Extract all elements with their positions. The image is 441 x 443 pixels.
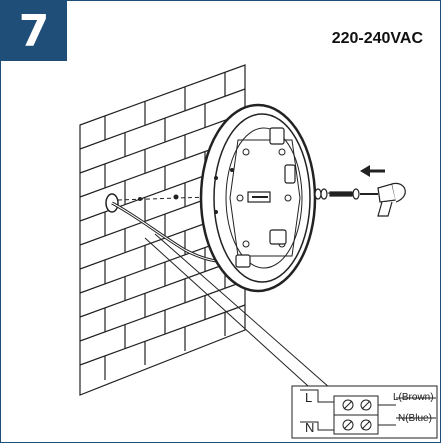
screwdriver-icon [360,182,406,217]
screw-washer-set [314,188,360,200]
neutral-letter: N [305,420,314,435]
brick-wall [79,64,246,396]
ceiling-light-fixture [199,103,317,293]
live-letter: L [305,390,312,405]
wall-cable [105,193,229,264]
neutral-wire-label: N(Blue) [398,413,432,424]
arrow-left-icon [360,165,385,177]
voltage-label: 220-240VAC [331,30,423,47]
live-wire-label: L(Brown) [393,392,434,403]
terminal-block [291,385,438,439]
wall-plug-dot [173,194,179,200]
step-number-badge: 7 [1,1,67,61]
wall-plug-dot [138,197,142,201]
leader-lines [144,233,331,396]
step-number: 7 [18,5,50,57]
